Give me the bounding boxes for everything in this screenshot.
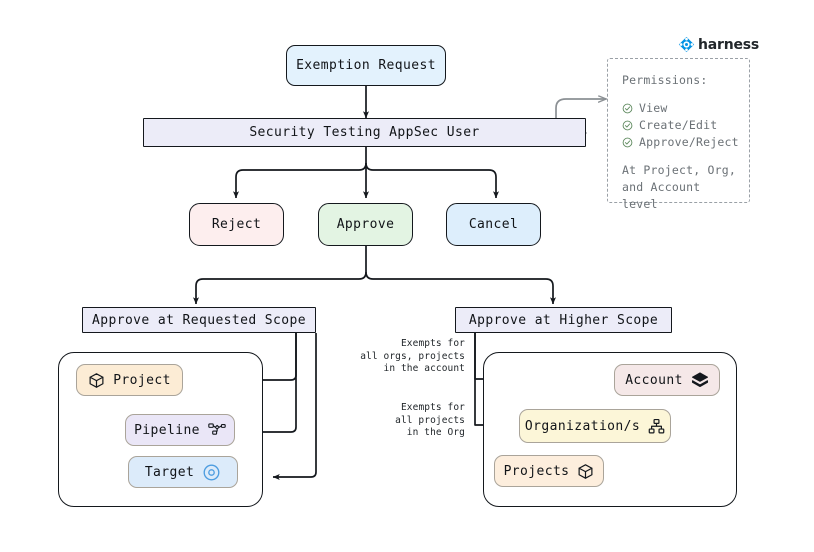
appsec-user-label: Security Testing AppSec User [249, 125, 480, 140]
cube-icon [88, 372, 105, 389]
organization-node[interactable]: Organization/s [519, 409, 671, 443]
organization-label: Organization/s [524, 418, 641, 434]
permission-label: View [639, 101, 668, 115]
project-label: Project [113, 372, 171, 388]
approve-label: Approve [336, 217, 395, 232]
target-icon [202, 463, 221, 482]
projects-node[interactable]: Projects [494, 455, 604, 487]
permissions-footer-line1: At Project, Org, [622, 163, 736, 177]
cancel-label: Cancel [468, 217, 519, 232]
harness-diamond-icon [678, 36, 695, 53]
account-node[interactable]: Account [614, 364, 720, 396]
pipeline-node[interactable]: Pipeline [125, 414, 235, 446]
permission-item-view: View [622, 100, 737, 117]
pipeline-icon [208, 422, 226, 438]
approve-requested-scope-node[interactable]: Approve at Requested Scope [82, 307, 316, 333]
permission-item-create-edit: Create/Edit [622, 117, 737, 134]
exemption-request-node[interactable]: Exemption Request [286, 45, 446, 86]
pipeline-label: Pipeline [134, 422, 200, 438]
account-label: Account [625, 372, 683, 388]
approve-higher-scope-node[interactable]: Approve at Higher Scope [455, 307, 672, 333]
cube-icon [577, 463, 594, 480]
spacer [622, 151, 737, 162]
check-circle-icon [622, 120, 633, 131]
approve-higher-scope-label: Approve at Higher Scope [468, 312, 659, 328]
permission-label: Create/Edit [639, 118, 718, 132]
edge-label-account-exempt: Exempts for all orgs, projects in the ac… [360, 338, 465, 374]
permissions-heading: Permissions: [622, 73, 708, 87]
permissions-panel: Permissions: View Create/Edit [607, 58, 750, 211]
reject-label: Reject [211, 217, 262, 232]
target-label: Target [144, 464, 195, 480]
check-circle-icon [622, 137, 633, 148]
approve-requested-scope-label: Approve at Requested Scope [92, 312, 306, 328]
cancel-node[interactable]: Cancel [446, 203, 541, 246]
reject-node[interactable]: Reject [189, 203, 284, 246]
permissions-footer-line2: and Account level [622, 180, 701, 211]
permission-label: Approve/Reject [639, 135, 739, 149]
permission-item-approve-reject: Approve/Reject [622, 134, 739, 151]
exemption-request-label: Exemption Request [296, 58, 436, 73]
orgchart-icon [648, 418, 665, 435]
check-circle-icon [622, 103, 633, 114]
edge-label-org-exempt: Exempts for all projects in the Org [395, 402, 465, 438]
project-node[interactable]: Project [76, 364, 183, 396]
approve-node[interactable]: Approve [318, 203, 413, 246]
projects-label: Projects [503, 463, 570, 479]
layers-icon [691, 371, 709, 389]
harness-wordmark: harness [698, 36, 760, 53]
target-node[interactable]: Target [128, 456, 238, 488]
appsec-user-node[interactable]: Security Testing AppSec User [143, 118, 586, 147]
spacer [622, 89, 737, 100]
harness-logo: harness [678, 36, 759, 53]
